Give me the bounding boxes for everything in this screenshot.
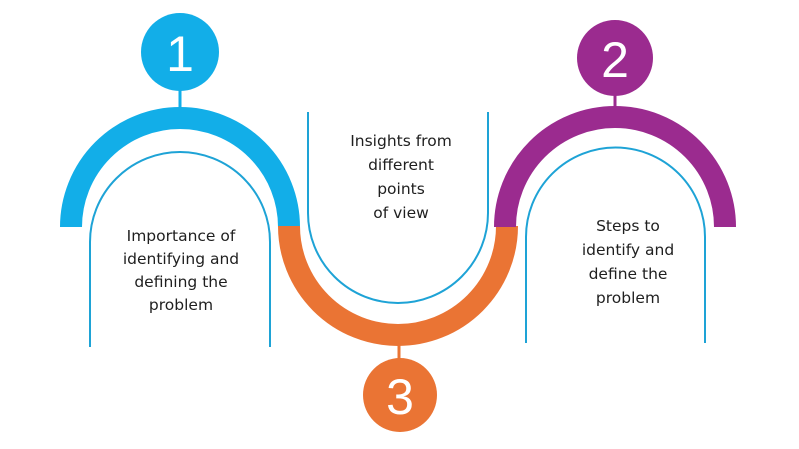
step-2-arc (494, 106, 736, 228)
step-3-text-line: Insights from (350, 132, 452, 150)
step-1-outline (89, 151, 271, 347)
step-1-number: 1 (166, 26, 194, 82)
step-3: 3 Insights from different points of view (278, 112, 518, 432)
step-2-text-line: identify and (582, 241, 674, 259)
step-1-text-line: defining the (134, 273, 227, 291)
step-3-text-line: different (368, 156, 434, 174)
step-3-text-line: of view (373, 204, 429, 222)
step-3-text-line: points (377, 180, 425, 198)
step-2: 2 Steps to identify and define the probl… (494, 20, 736, 343)
step-1: 1 Importance of identifying and defining… (60, 13, 300, 347)
step-2-text-line: define the (589, 265, 668, 283)
step-3-arc (278, 225, 518, 346)
step-3-badge (363, 358, 437, 432)
step-3-number: 3 (386, 369, 414, 425)
step-1-text-line: identifying and (123, 250, 239, 268)
step-3-outline (307, 112, 489, 304)
step-1-arc (60, 107, 300, 228)
step-2-badge (577, 20, 653, 96)
step-2-text-line: Steps to (596, 217, 660, 235)
step-2-number: 2 (601, 32, 629, 88)
step-1-text-line: problem (149, 296, 213, 314)
step-1-text-line: Importance of (127, 227, 236, 245)
step-2-outline (525, 146, 706, 343)
step-1-badge (141, 13, 219, 91)
step-2-text-line: problem (596, 289, 660, 307)
